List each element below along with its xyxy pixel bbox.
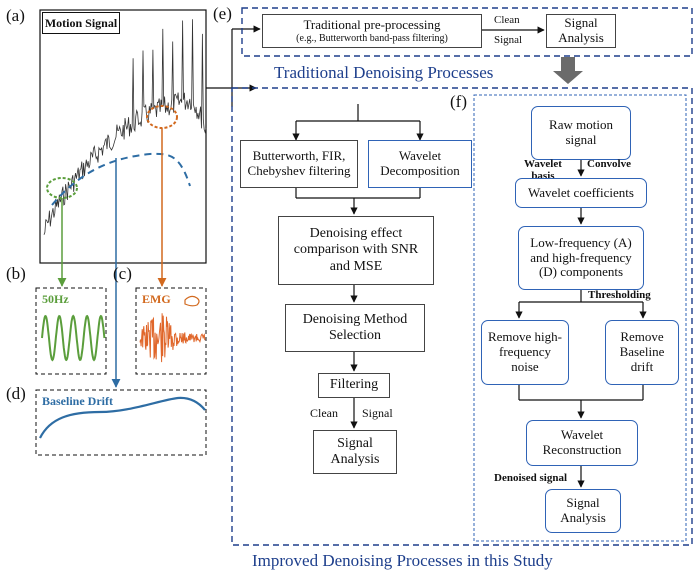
improved-container [231,87,693,546]
emg-label: EMG [142,292,171,306]
denoised-signal-label: Denoised signal [494,472,568,484]
butterworth-fir-box: Butterworth, FIR, Chebyshev filtering [240,140,358,188]
convolve-label: Convolve [587,158,631,170]
improved-title: Improved Denoising Processes in this Stu… [252,551,553,570]
basis-line1: Wavelet [524,158,562,170]
wavelet-analysis-line2: Analysis [560,510,606,525]
remove-baseline-line2: Baseline [619,344,665,360]
wavelet-signal-analysis-box: Signal Analysis [545,489,621,533]
traditional-clean-label: Clean [494,14,520,26]
panel-label-a: (a) [6,6,25,25]
traditional-signal-label: Signal [494,34,523,46]
remove-high-line3: noise [511,358,539,374]
wavelet-dec-line2: Decomposition [380,163,460,178]
baseline-drift-curve [39,396,206,439]
raw-line2: signal [565,132,597,147]
traditional-preprocessing-box: Traditional pre-processing (e.g., Butter… [262,14,482,48]
emg-burst-trace [139,313,206,363]
comparison-line1: Denoising effect [309,226,403,242]
comparison-line3: and MSE [329,258,383,274]
improved-signal-label: Signal [362,406,393,420]
reconstruction-line1: Wavelet [560,427,604,443]
50hz-label: 50Hz [42,292,69,306]
wavelet-decomposition-box: Wavelet Decomposition [368,140,472,188]
wavelet-container [473,94,687,542]
panel-label-c: (c) [113,264,132,283]
traditional-signal-analysis-box: Signal Analysis [546,14,616,48]
denoising-method-selection-box: Denoising Method Selection [285,304,425,352]
remove-high-line2: frequency [499,344,551,360]
noisy-signal-trace [43,19,207,235]
panel-label-f: (f) [450,92,467,111]
improved-signal-analysis-box: Signal Analysis [313,430,397,474]
remove-high-line1: Remove high- [487,329,562,345]
panel-label-d: (d) [6,384,26,403]
improved-clean-label: Clean [310,406,338,420]
panel-label-e: (e) [213,4,232,23]
selection-line2: Selection [328,328,382,343]
traditional-container [241,7,693,57]
improved-analysis-line1: Signal [337,435,373,451]
filtering-box: Filtering [318,373,390,398]
baseline-dashed-curve [51,152,191,206]
flexed-arm-icon [184,295,200,307]
traditional-analysis-line1: Signal [564,15,598,31]
wavelet-coefficients-box: Wavelet coefficients [515,178,647,208]
reconstruction-line2: Reconstruction [542,442,622,457]
components-line3: (D) components [538,264,624,280]
denoising-comparison-box: Denoising effect comparison with SNR and… [278,216,434,285]
components-line2: and high-frequency [530,249,632,265]
remove-baseline-line3: drift [630,358,654,374]
components-line1: Low-frequency (A) [530,234,632,250]
raw-motion-signal-box: Raw motion signal [531,106,631,160]
traditional-preprocessing-text: Traditional pre-processing [303,16,441,32]
remove-baseline-drift-box: Remove Baseline drift [605,320,679,385]
remove-high-frequency-box: Remove high- frequency noise [481,320,569,385]
remove-baseline-line1: Remove [620,329,664,345]
50hz-sine-wave [41,314,106,362]
improved-analysis-line2: Analysis [330,452,380,467]
50hz-region-circle [46,177,78,199]
traditional-preprocessing-example: (e.g., Butterworth band-pass filtering) [296,32,448,44]
traditional-title: Traditional Denoising Processes [274,63,494,82]
wavelet-analysis-line1: Signal [566,495,600,511]
thresholding-label: Thresholding [588,289,651,301]
baseline-drift-label: Baseline Drift [42,394,113,408]
panel-label-b: (b) [6,264,26,283]
raw-line1: Raw motion [549,117,613,133]
traditional-analysis-line2: Analysis [558,30,604,45]
comparison-line2: comparison with SNR [293,242,419,258]
wavelet-dec-line1: Wavelet [398,148,442,164]
motion-signal-frame [39,9,207,264]
wavelet-reconstruction-box: Wavelet Reconstruction [526,420,638,466]
selection-line1: Denoising Method [302,311,408,327]
filters-line1: Butterworth, FIR, [252,148,346,164]
filters-line2: Chebyshev filtering [247,163,351,178]
gray-down-arrow [553,57,583,84]
motion-signal-title: Motion Signal [42,12,120,34]
baseline-inset-frame [35,389,207,456]
frequency-components-box: Low-frequency (A) and high-frequency (D)… [518,226,644,290]
